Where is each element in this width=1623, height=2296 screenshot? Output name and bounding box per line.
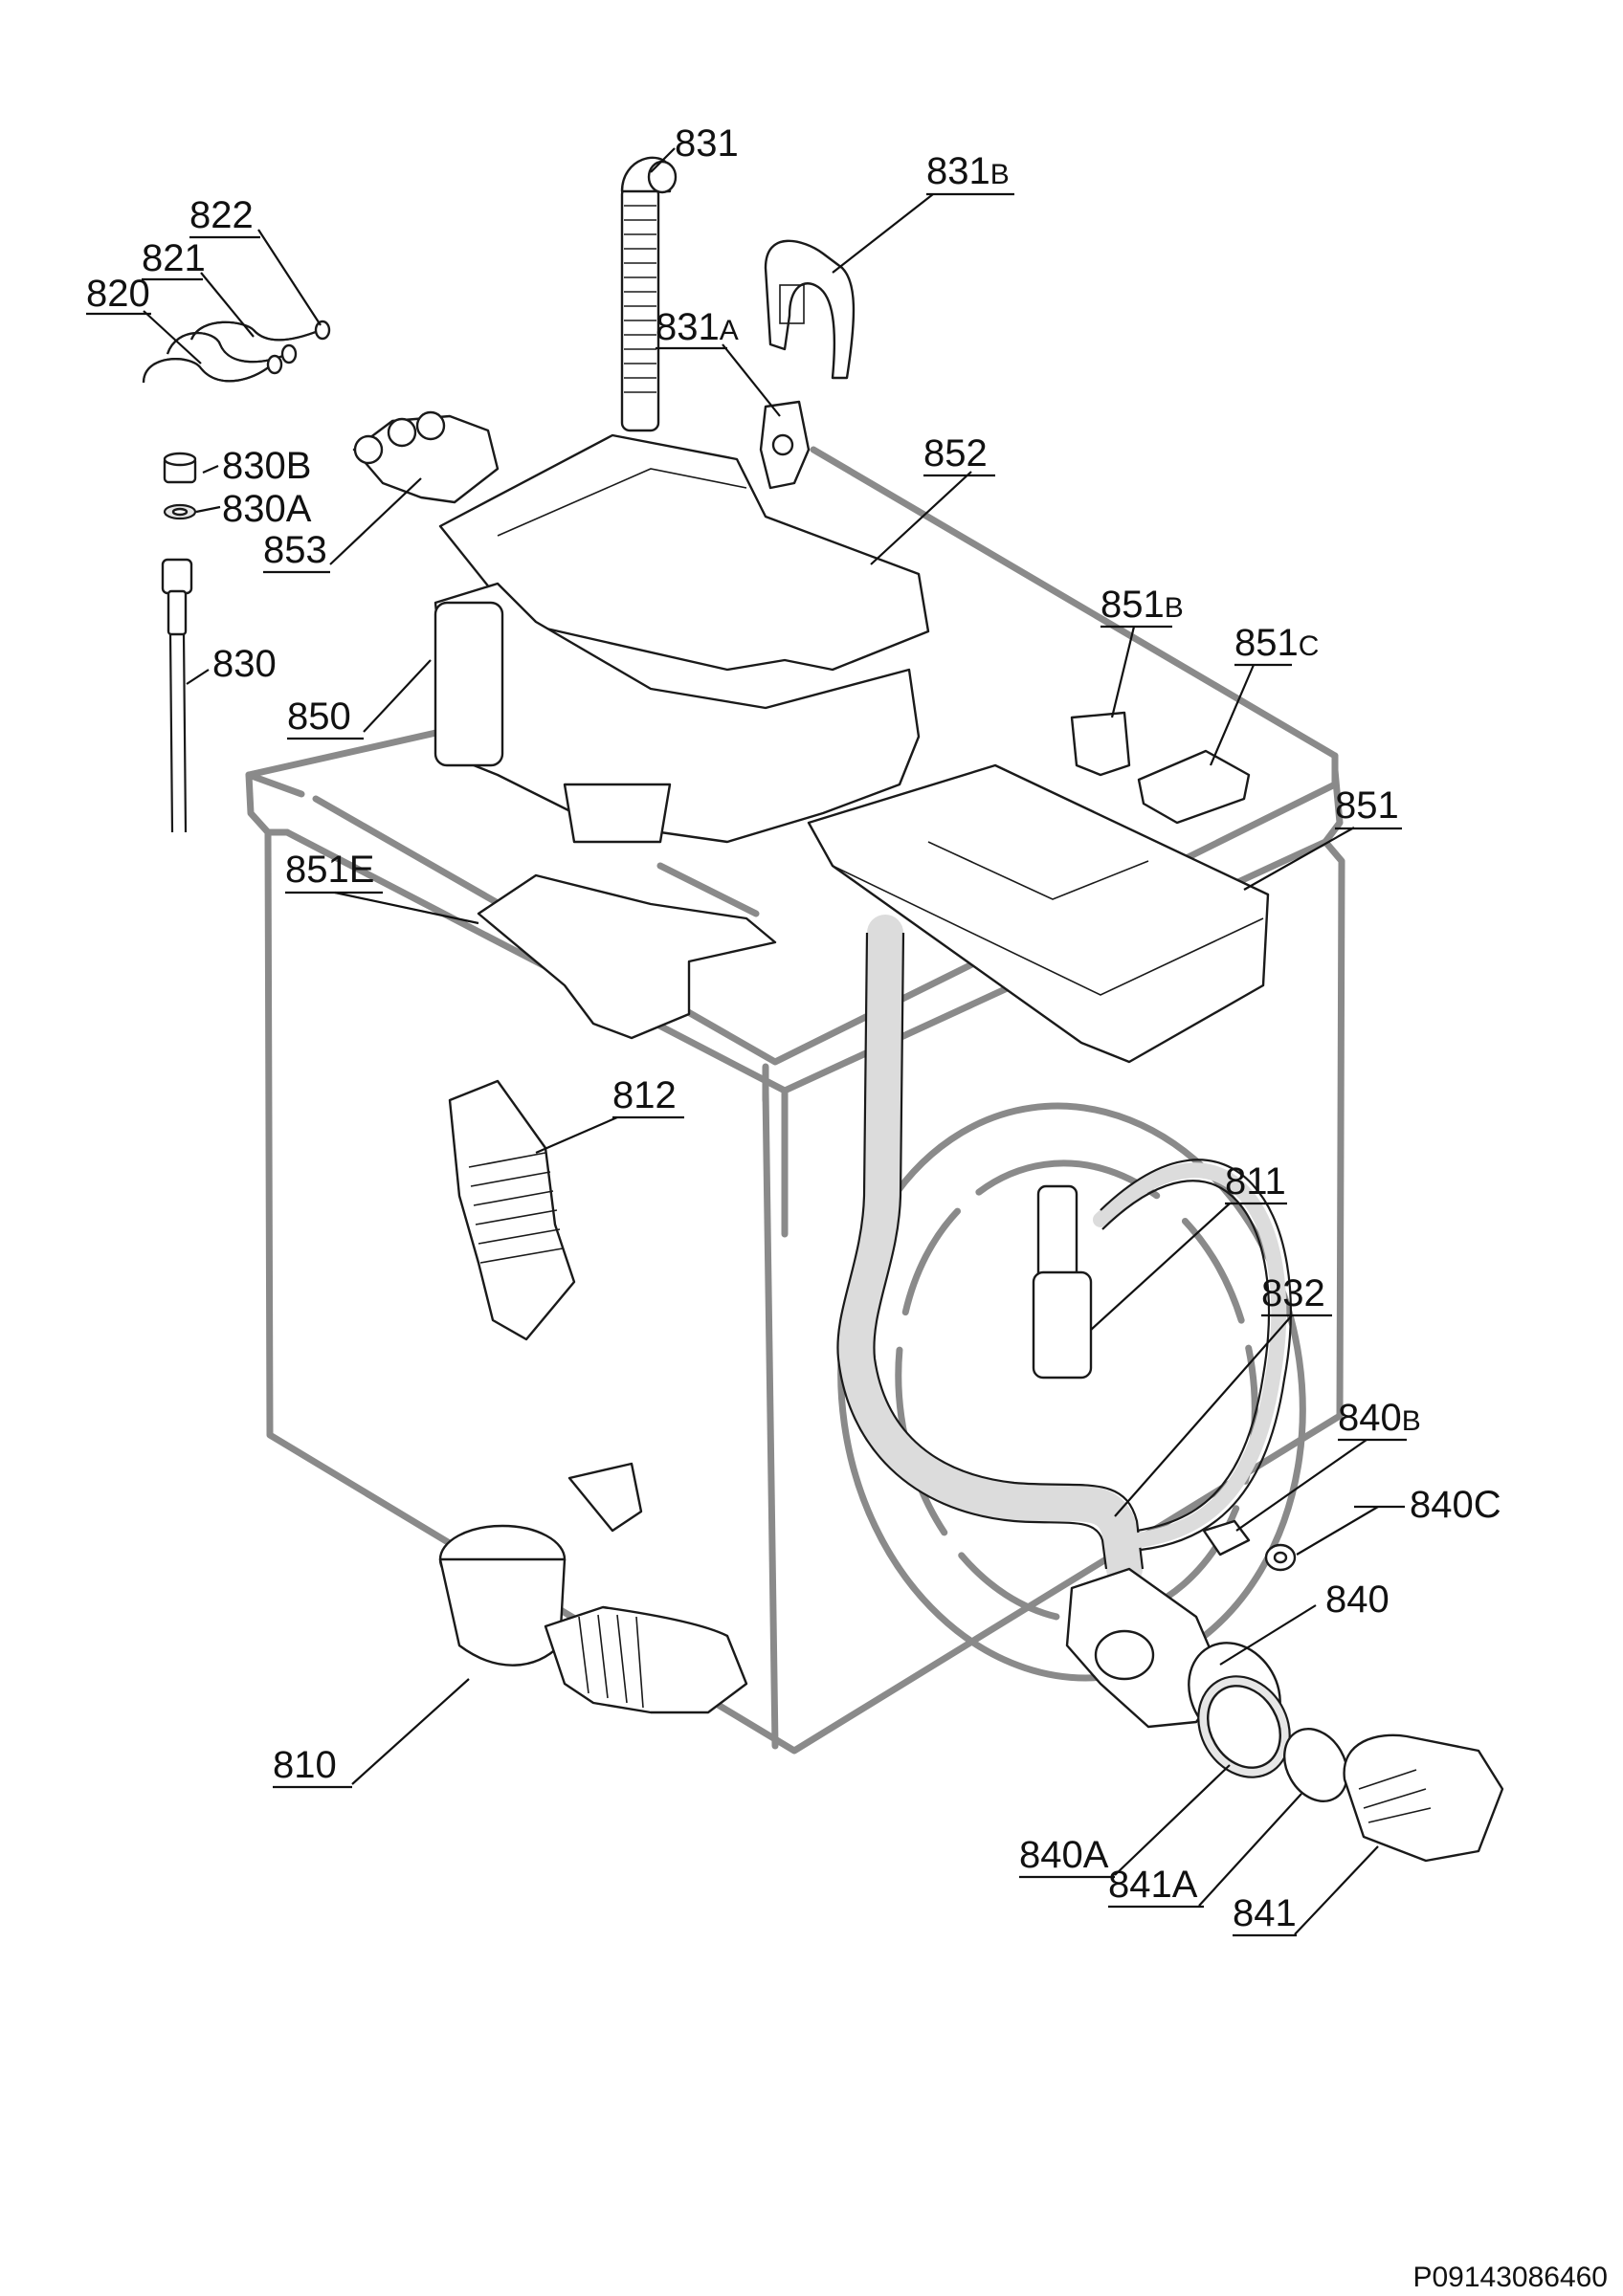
pressure-chamber-811	[1032, 1184, 1093, 1380]
label-840c: 840C	[1410, 1484, 1501, 1526]
duct-851e	[477, 873, 777, 1040]
detergent-drawer-851	[807, 763, 1270, 1064]
label-830a: 830A	[222, 488, 312, 530]
bellows-812	[448, 1079, 576, 1341]
label-821: 821	[142, 237, 206, 279]
label-840a: 840A	[1019, 1834, 1109, 1876]
sump-hose-810	[438, 1462, 748, 1714]
nut-840c	[1264, 1543, 1297, 1572]
inlet-hose-830	[161, 558, 193, 833]
part-labels: 831 831B 822 821 820 831A 830B 830A 853 …	[86, 122, 1608, 2293]
seal-840a	[1197, 1675, 1291, 1778]
nut-830b	[163, 452, 197, 484]
leader-lines	[143, 147, 1379, 1935]
label-820: 820	[86, 273, 150, 315]
label-831a: 831A	[656, 306, 739, 348]
label-841a: 841A	[1108, 1864, 1198, 1906]
label-851c: 851C	[1234, 622, 1319, 664]
label-832: 832	[1261, 1272, 1325, 1314]
drain-hose-832	[836, 915, 1292, 1587]
dispenser-lid-852	[438, 433, 930, 672]
filter-841	[1343, 1733, 1504, 1863]
washer-830a	[163, 503, 197, 520]
clip-851b	[1070, 711, 1131, 777]
label-840b: 840B	[1338, 1397, 1421, 1439]
o-ring-841a	[1283, 1728, 1348, 1802]
label-851e: 851E	[285, 849, 374, 891]
label-841: 841	[1233, 1892, 1297, 1934]
diagram-code: P09143086460	[1412, 2262, 1608, 2293]
label-822: 822	[189, 194, 254, 236]
label-812: 812	[612, 1074, 677, 1116]
label-850: 850	[287, 695, 351, 738]
label-851b: 851B	[1101, 584, 1184, 626]
label-810: 810	[273, 1744, 337, 1786]
dispenser-housing-850	[434, 582, 921, 844]
label-831: 831	[675, 122, 739, 165]
label-840: 840	[1325, 1578, 1390, 1621]
inlet-hoses-820-822	[142, 320, 331, 384]
corrugated-hose-831	[620, 156, 678, 432]
label-811: 811	[1225, 1160, 1286, 1203]
label-852: 852	[923, 432, 988, 475]
label-830b: 830B	[222, 445, 311, 487]
label-853: 853	[263, 529, 327, 571]
u-bracket-831b	[764, 239, 856, 380]
valve-853	[352, 410, 500, 504]
label-831b: 831B	[926, 150, 1010, 192]
label-851: 851	[1335, 784, 1399, 827]
clip-831a	[759, 400, 811, 490]
label-830: 830	[212, 643, 277, 685]
bracket-851c	[1137, 749, 1251, 825]
